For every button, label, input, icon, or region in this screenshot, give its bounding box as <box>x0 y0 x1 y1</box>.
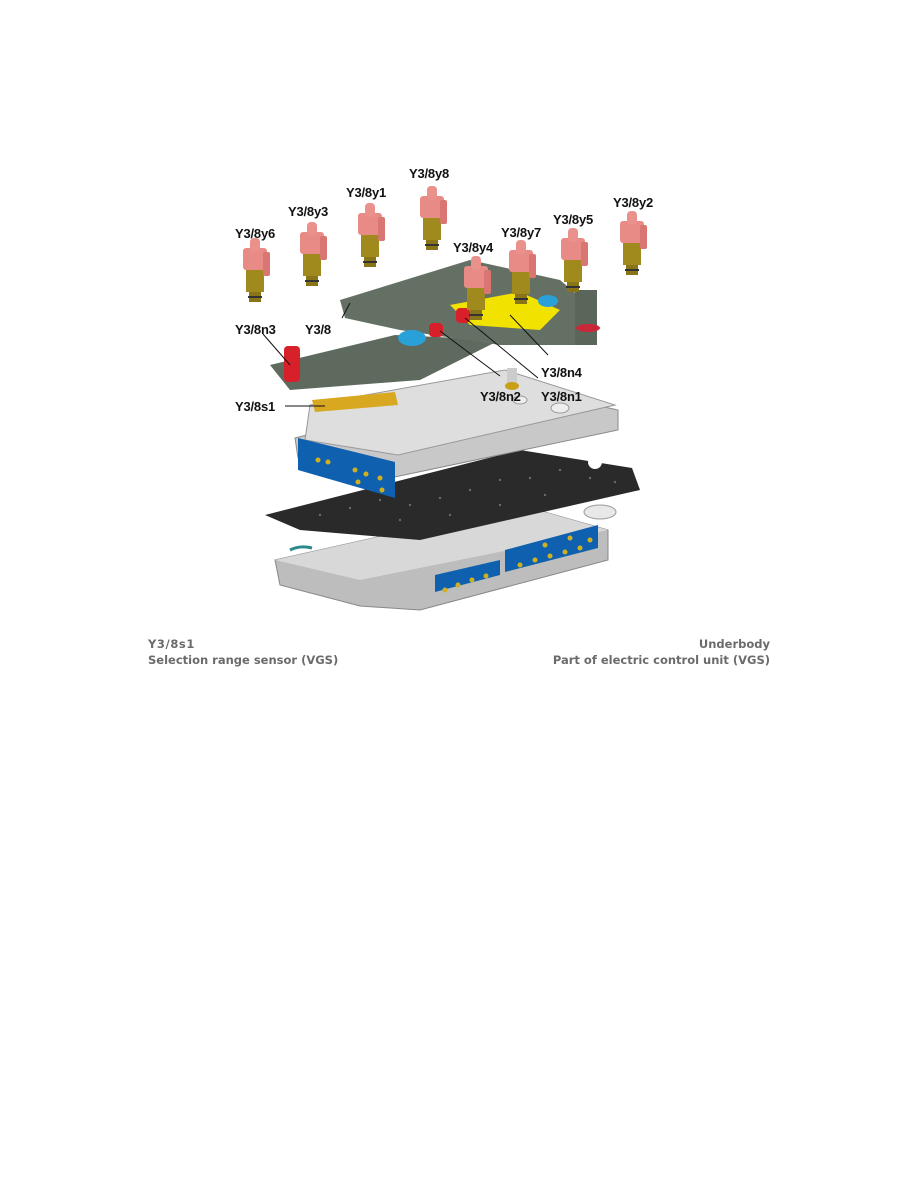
electric-control-unit-carrier <box>270 260 600 390</box>
leader-lines <box>262 302 549 407</box>
callout-y3-8n3: Y3/8n3 <box>235 322 276 337</box>
callout-y3-8n1: Y3/8n1 <box>541 389 582 404</box>
callout-y3-8n4: Y3/8n4 <box>541 365 582 380</box>
component-part-of: Part of electric control unit (VGS) <box>552 653 770 667</box>
callout-y3-8: Y3/8 <box>305 322 331 337</box>
callout-y3-8y6: Y3/8y6 <box>235 226 276 241</box>
exploded-view-figure: Y3/8y8 Y3/8y1 Y3/8y3 Y3/8y6 Y3/8y2 Y3/8y… <box>235 166 654 611</box>
lower-valve-body <box>274 504 617 611</box>
upper-valve-body <box>294 369 619 498</box>
caption-right: Underbody Part of electric control unit … <box>553 636 770 668</box>
callout-y3-8y2: Y3/8y2 <box>613 195 654 210</box>
callout-y3-8s1: Y3/8s1 <box>235 399 276 414</box>
callout-y3-8n2: Y3/8n2 <box>480 389 521 404</box>
callout-y3-8y7: Y3/8y7 <box>501 225 542 240</box>
component-code: Y3/8s1 <box>148 637 195 651</box>
component-description: Selection range sensor (VGS) <box>148 653 339 667</box>
valve-body-illustration <box>243 186 647 611</box>
callout-y3-8y1: Y3/8y1 <box>346 185 387 200</box>
callout-y3-8y8: Y3/8y8 <box>409 166 450 181</box>
callout-y3-8y4: Y3/8y4 <box>453 240 494 255</box>
separator-plate <box>265 450 640 540</box>
callout-y3-8y5: Y3/8y5 <box>553 212 594 227</box>
callout-y3-8y3: Y3/8y3 <box>288 204 329 219</box>
component-location: Underbody <box>698 637 770 651</box>
caption-left: Y3/8s1 Selection range sensor (VGS) <box>148 636 338 668</box>
